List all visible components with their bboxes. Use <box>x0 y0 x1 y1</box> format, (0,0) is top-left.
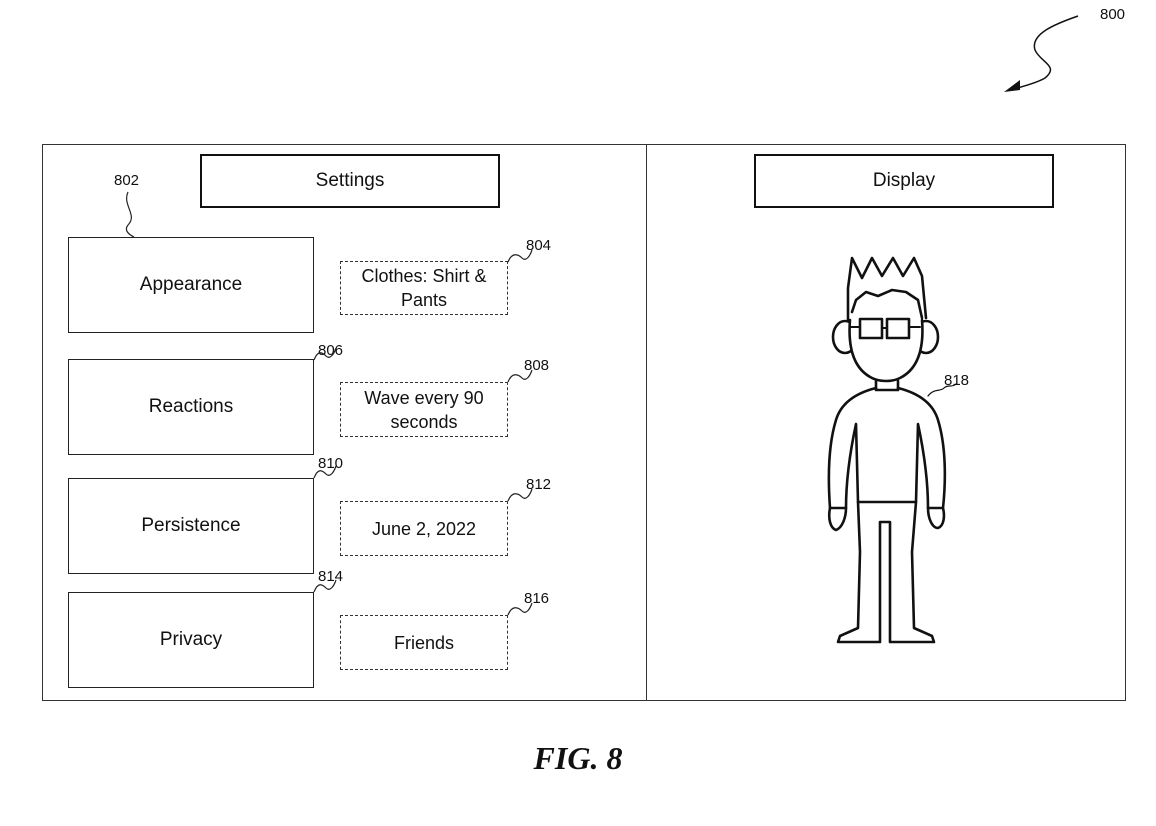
main-frame <box>42 144 1126 701</box>
settings-header: Settings <box>200 154 500 208</box>
setting-label: Reactions <box>148 396 234 417</box>
setting-value-text: June 2, 2022 <box>371 518 477 539</box>
figure-reference-number: 800 <box>1100 6 1126 23</box>
reference-806: 806 <box>318 342 344 359</box>
setting-value-text: Friends <box>393 632 455 653</box>
reference-818: 818 <box>944 372 970 389</box>
reference-810: 810 <box>318 455 344 472</box>
figure-caption: FIG. 8 <box>533 740 623 776</box>
setting-persistence[interactable]: Persistence <box>68 478 314 574</box>
reference-814: 814 <box>318 568 344 585</box>
reference-812: 812 <box>526 476 552 493</box>
setting-reactions[interactable]: Reactions <box>68 359 314 455</box>
display-title: Display <box>872 170 936 191</box>
setting-value-persistence[interactable]: June 2, 2022 <box>340 501 508 556</box>
setting-label: Privacy <box>159 629 223 650</box>
setting-value-text: Wave every 90 seconds <box>364 387 484 432</box>
setting-label: Persistence <box>141 515 241 536</box>
reference-816: 816 <box>524 590 550 607</box>
settings-title: Settings <box>315 170 385 191</box>
setting-value-privacy[interactable]: Friends <box>340 615 508 670</box>
setting-appearance[interactable]: Appearance <box>68 237 314 333</box>
reference-808: 808 <box>524 357 550 374</box>
setting-value-appearance[interactable]: Clothes: Shirt & Pants <box>340 261 508 315</box>
setting-value-reactions[interactable]: Wave every 90 seconds <box>340 382 508 437</box>
panel-divider <box>646 144 647 701</box>
reference-802: 802 <box>114 172 140 189</box>
reference-804: 804 <box>526 237 552 254</box>
setting-label: Appearance <box>139 274 243 295</box>
setting-privacy[interactable]: Privacy <box>68 592 314 688</box>
setting-value-text: Clothes: Shirt & Pants <box>361 266 487 310</box>
display-header: Display <box>754 154 1054 208</box>
